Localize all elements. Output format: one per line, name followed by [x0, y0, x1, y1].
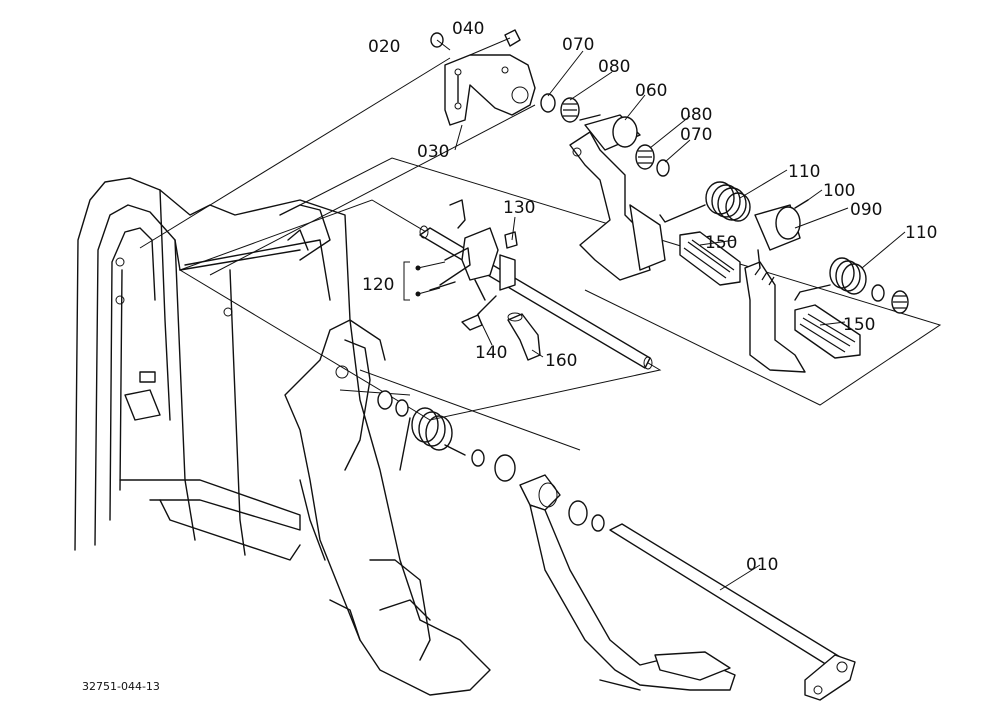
- label-070-top: 070: [562, 35, 594, 55]
- main-shaft-010: [609, 523, 856, 701]
- callout-leaders: [403, 50, 906, 591]
- label-150-lower: 150: [843, 315, 875, 335]
- part-labels: 020 040 030 070 080 060 080 070 110 100 …: [82, 19, 937, 693]
- label-110-lower: 110: [905, 223, 937, 243]
- label-080-top: 080: [598, 57, 630, 77]
- label-110-upper: 110: [788, 162, 820, 182]
- spring-110-lower: [794, 257, 867, 301]
- hose-160: [507, 312, 541, 361]
- label-090: 090: [850, 200, 882, 220]
- bushings-070-080: [540, 93, 909, 314]
- lower-spring-and-collars: [377, 390, 605, 532]
- label-140: 140: [475, 343, 507, 363]
- label-020: 020: [368, 37, 400, 57]
- pedal-pad-150-upper: [679, 231, 741, 286]
- label-070-mid: 070: [680, 125, 712, 145]
- shaft-assembly-120: [419, 199, 653, 370]
- label-120: 120: [362, 275, 394, 295]
- label-100: 100: [823, 181, 855, 201]
- lower-pedal-arm: [519, 474, 736, 691]
- projection-lines: [139, 57, 942, 451]
- pedal-arm-090: [744, 199, 809, 373]
- label-160: 160: [545, 351, 577, 371]
- spring-140: [461, 295, 497, 331]
- label-010: 010: [746, 555, 778, 575]
- label-030: 030: [417, 142, 449, 162]
- bracket-assembly-030: [430, 29, 536, 126]
- label-130: 130: [503, 198, 535, 218]
- pedal-console-frame: [74, 177, 491, 696]
- label-150-upper: 150: [705, 233, 737, 253]
- figure-id: 32751-044-13: [82, 680, 160, 693]
- label-080-mid: 080: [680, 105, 712, 125]
- label-060: 060: [635, 81, 667, 101]
- spring-110-upper: [659, 181, 751, 223]
- label-040: 040: [452, 19, 484, 39]
- pedal-arm-060: [569, 114, 666, 281]
- pedal-pad-150-lower: [794, 304, 861, 359]
